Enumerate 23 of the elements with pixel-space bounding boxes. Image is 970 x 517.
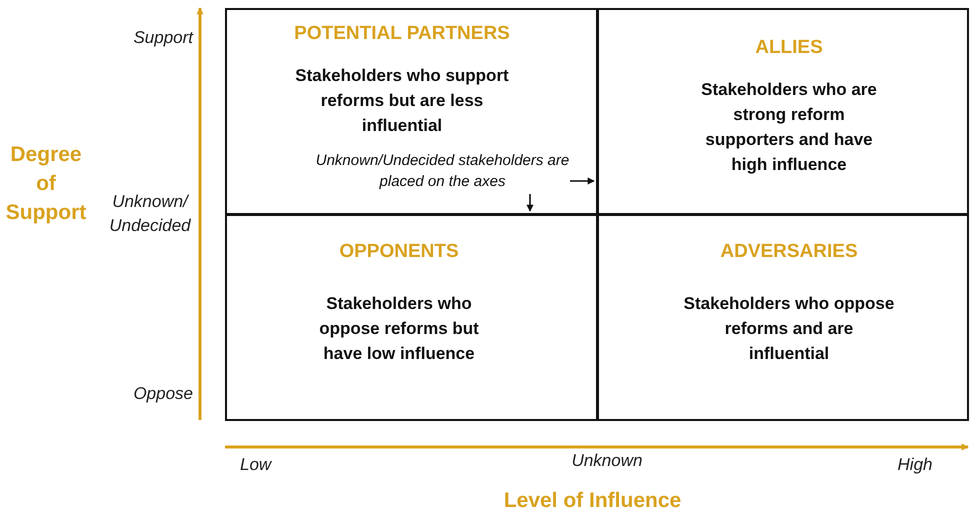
quadrant-description: Stakeholders who are strong reform supporters and have high influence — [700, 79, 878, 176]
axis-label: Low — [240, 455, 273, 475]
arrow — [526, 194, 534, 212]
quadrant-heading: OPPONENTS — [338, 241, 460, 263]
arrow — [570, 178, 595, 184]
axis-label: Oppose — [132, 384, 193, 404]
quadrant-description: Stakeholders who support reforms but are less influential — [294, 65, 510, 137]
axis-label: Support — [132, 28, 193, 48]
note-text: Unknown/Undecided stakeholders are placed on the axes — [315, 150, 570, 194]
axis-label: Unknown/ Undecided — [108, 191, 192, 237]
quadrant-box — [597, 8, 969, 215]
axis-label: Unknown — [570, 451, 644, 471]
quadrant-heading: ADVERSARIES — [719, 241, 859, 263]
quadrant-box — [225, 214, 598, 421]
quadrant-description: Stakeholders who oppose reforms but have low influence — [318, 293, 480, 365]
quadrant-box — [597, 214, 969, 421]
quadrant-heading: POTENTIAL PARTNERS — [293, 23, 511, 45]
axis-label: High — [896, 455, 934, 475]
axis-title: Level of Influence — [502, 489, 682, 513]
quadrant-box — [225, 8, 598, 215]
quadrant-description: Stakeholders who oppose reforms and are influential — [683, 293, 895, 365]
quadrant-heading: ALLIES — [754, 37, 824, 59]
axis-title: Degree of Support — [4, 142, 88, 226]
